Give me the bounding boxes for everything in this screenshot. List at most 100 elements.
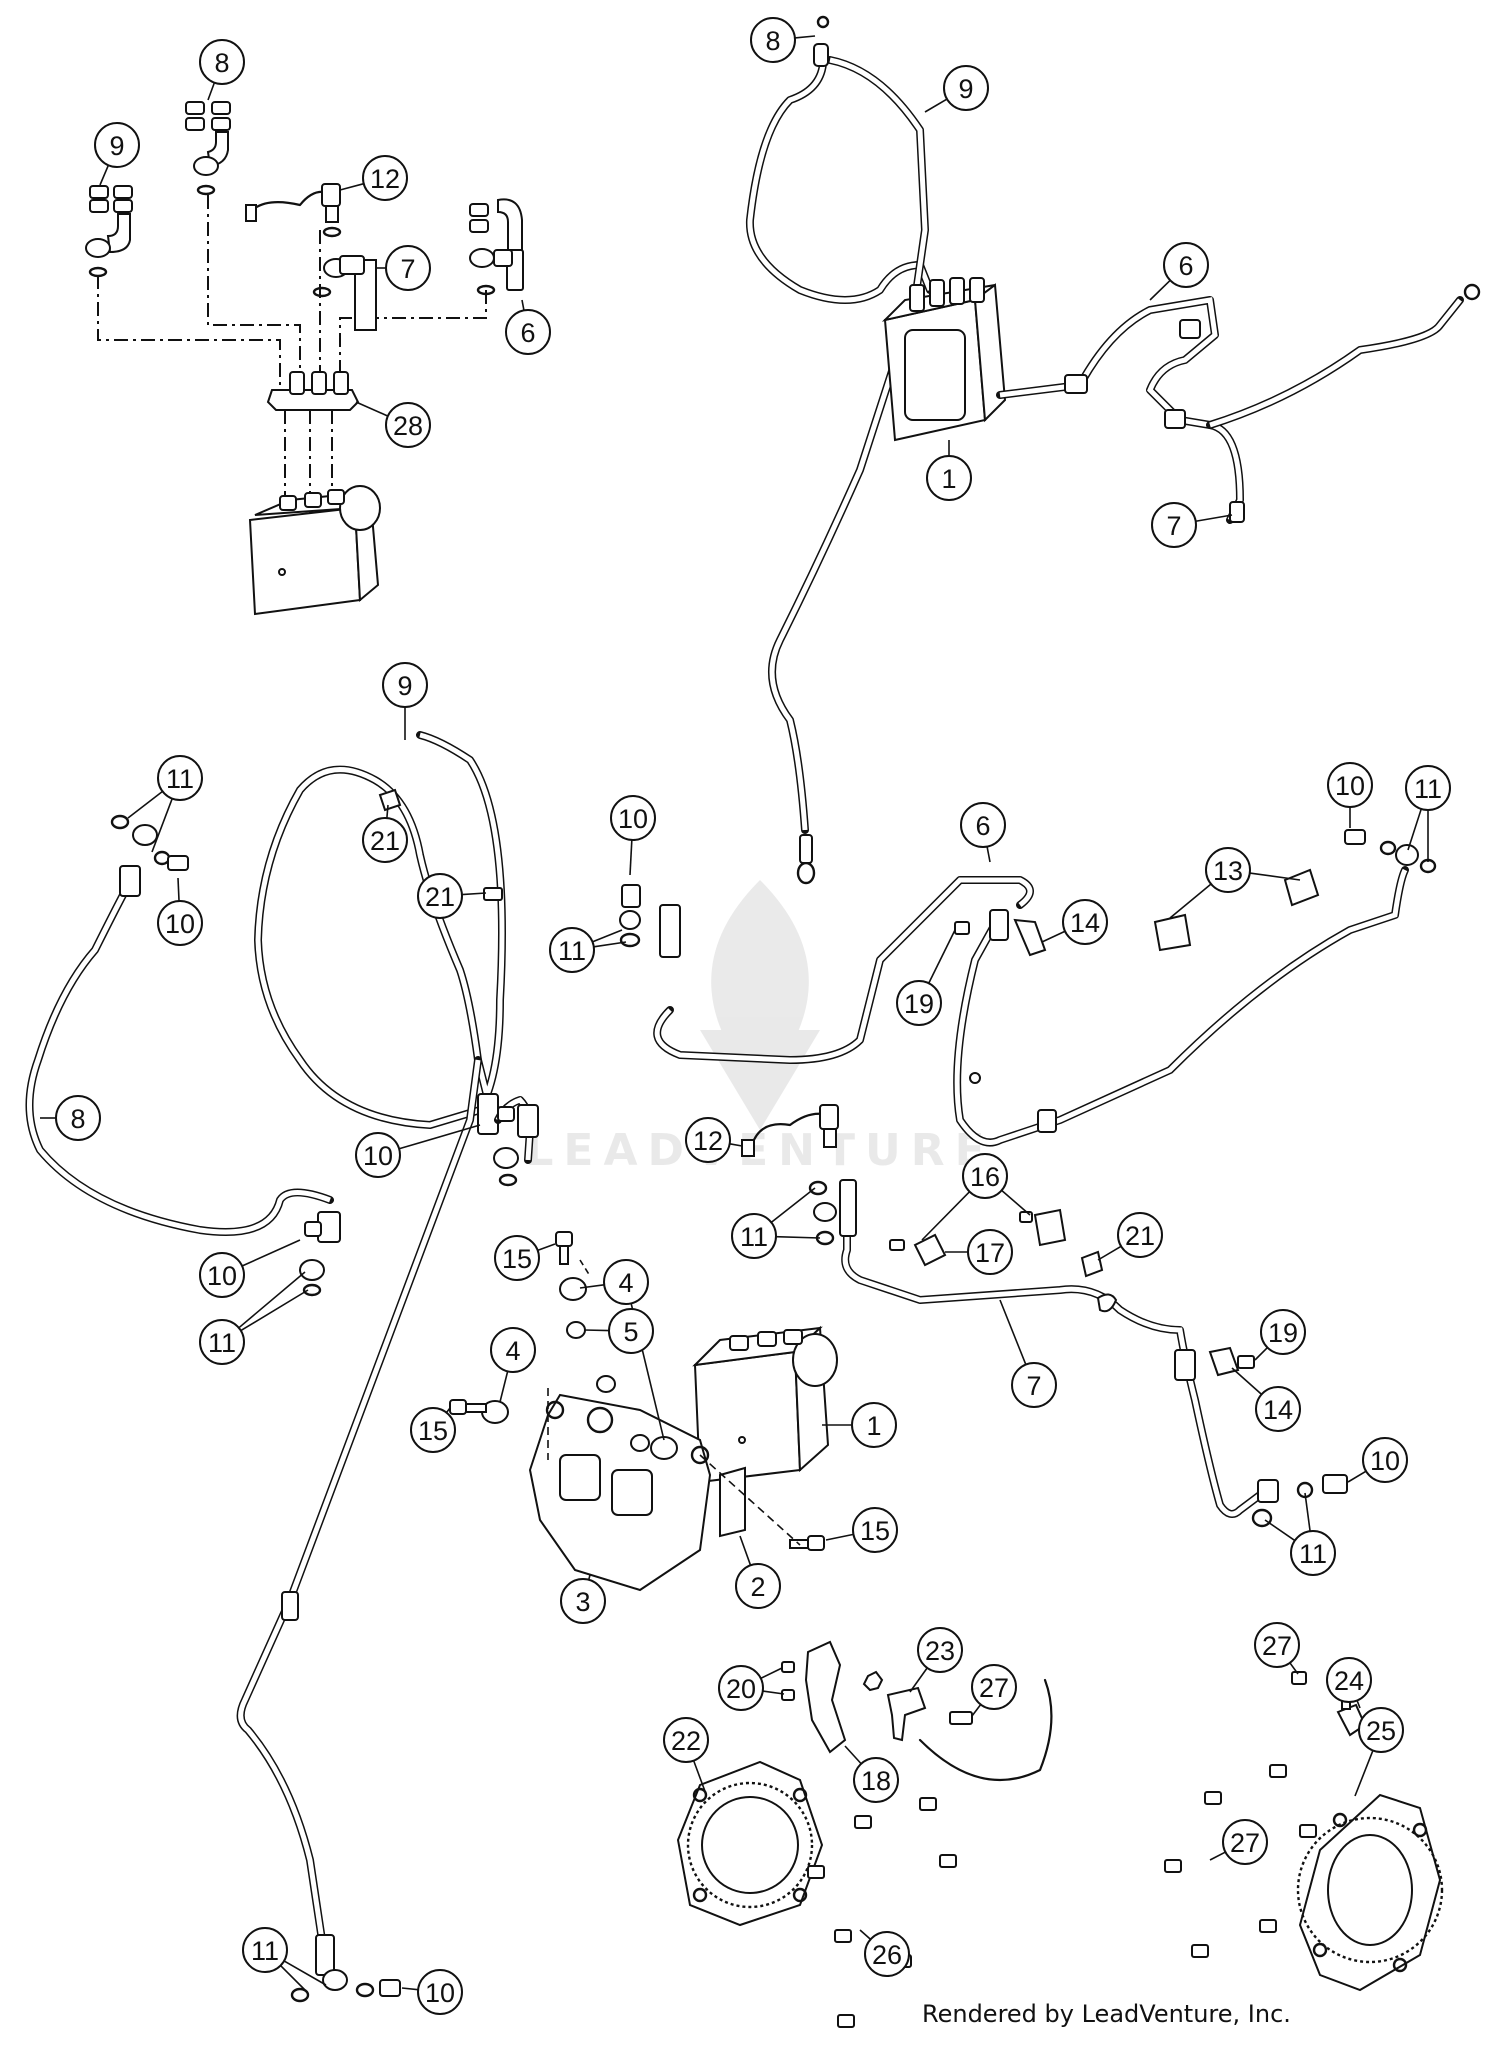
callout-9: 9: [924, 65, 989, 113]
callout-11: 11: [1264, 1492, 1336, 1576]
callout-number: 21: [1125, 1221, 1155, 1251]
tone-ring-22: [676, 1760, 824, 1927]
callout-number: 28: [393, 411, 423, 441]
callout-number: 3: [575, 1587, 590, 1617]
hose-7-routing: [808, 1179, 1348, 1528]
callout-circle: [1062, 899, 1108, 945]
callout-circle: [896, 980, 942, 1026]
callout-19: 19: [896, 929, 956, 1026]
callout-number: 13: [1213, 856, 1243, 886]
callout-10: 10: [355, 1124, 481, 1178]
leader-line: [629, 839, 633, 876]
callout-number: 19: [1268, 1318, 1298, 1348]
callout-number: 7: [400, 254, 415, 284]
callout-9: 9: [94, 122, 140, 186]
callout-7: 7: [999, 1299, 1057, 1408]
callout-number: 10: [425, 1978, 455, 2008]
callout-7: 7: [376, 245, 431, 291]
hose-6-routing: [619, 829, 1437, 1147]
leader-line: [924, 98, 948, 113]
callout-circle: [685, 1117, 731, 1163]
callout-circle: [417, 1969, 463, 2015]
leader-line: [386, 804, 389, 819]
callout-number: 11: [1299, 1539, 1327, 1569]
callout-circle: [663, 1717, 709, 1763]
callout-number: 7: [1166, 511, 1181, 541]
callout-20: 20: [718, 1665, 785, 1711]
callout-circle: [750, 17, 796, 63]
leader-line: [151, 798, 173, 853]
leader-line: [1254, 1346, 1269, 1361]
abs-exploded-view: [85, 101, 524, 616]
hoses-8-9: [25, 731, 539, 2003]
leader-line: [240, 1289, 309, 1332]
callout-number: 16: [970, 1162, 1000, 1192]
callout-circle: [971, 1664, 1017, 1710]
callout-27: 27: [1254, 1622, 1300, 1675]
leader-line: [1347, 1470, 1367, 1483]
callout-number: 12: [370, 164, 400, 194]
callout-circle: [157, 900, 203, 946]
leader-line: [1231, 1367, 1263, 1395]
leader-line: [207, 82, 216, 101]
callout-number: 27: [979, 1673, 1009, 1703]
callout-labels: 8912762889617911102121810101110116191413…: [40, 17, 1451, 2015]
callout-1: 1: [822, 1402, 897, 1448]
callout-8: 8: [40, 1095, 101, 1141]
callout-4: 4: [579, 1259, 665, 1441]
callout-number: 15: [502, 1244, 532, 1274]
callout-number: 14: [1263, 1395, 1293, 1425]
leader-line: [921, 1191, 971, 1241]
callout-10: 10: [1347, 1437, 1408, 1483]
callout-number: 8: [70, 1104, 85, 1134]
callout-6: 6: [505, 299, 551, 355]
callout-11: 11: [1405, 765, 1451, 862]
leader-line: [283, 1960, 327, 1986]
callout-number: 15: [418, 1416, 448, 1446]
callout-number: 26: [872, 1940, 902, 1970]
callout-circle: [1205, 847, 1251, 893]
callout-17: 17: [945, 1229, 1013, 1275]
leader-line: [127, 790, 164, 819]
callout-circle: [735, 1563, 781, 1609]
leader-line: [1195, 514, 1233, 523]
callout-circle: [1260, 1309, 1306, 1355]
leader-line: [279, 1964, 306, 1991]
callout-circle: [1255, 1386, 1301, 1432]
callout-circle: [505, 309, 551, 355]
callout-number: 10: [1370, 1446, 1400, 1476]
leader-line: [238, 1271, 306, 1329]
callout-number: 22: [671, 1726, 701, 1756]
callout-15: 15: [410, 1407, 456, 1453]
callout-number: 10: [1335, 771, 1365, 801]
leader-line: [825, 1533, 854, 1541]
callout-circle: [417, 873, 463, 919]
callout-number: 5: [623, 1317, 638, 1347]
leadventure-watermark: LEADVENTURE: [525, 880, 985, 1176]
callout-number: 1: [866, 1411, 881, 1441]
callout-number: 11: [251, 1936, 279, 1966]
leader-line: [928, 929, 956, 984]
callout-8: 8: [199, 39, 245, 101]
callout-number: 11: [740, 1222, 768, 1252]
callout-11: 11: [731, 1187, 821, 1259]
callout-circle: [1290, 1530, 1336, 1576]
callout-number: 9: [109, 131, 124, 161]
callout-28: 28: [355, 401, 431, 448]
leader-line: [909, 1667, 928, 1693]
callout-1: 1: [926, 440, 972, 501]
callout-circle: [490, 1327, 536, 1373]
leader-line: [592, 929, 623, 943]
callout-circle: [1163, 242, 1209, 288]
callout-number: 9: [958, 74, 973, 104]
leader-line: [692, 1760, 707, 1795]
callout-9: 9: [382, 662, 428, 740]
callout-circle: [494, 1235, 540, 1281]
leader-line: [593, 941, 627, 948]
callout-number: 10: [618, 804, 648, 834]
callout-circle: [926, 455, 972, 501]
callout-25: 25: [1354, 1707, 1404, 1797]
callout-circle: [610, 795, 656, 841]
callout-circle: [55, 1095, 101, 1141]
callout-number: 11: [1414, 774, 1442, 804]
